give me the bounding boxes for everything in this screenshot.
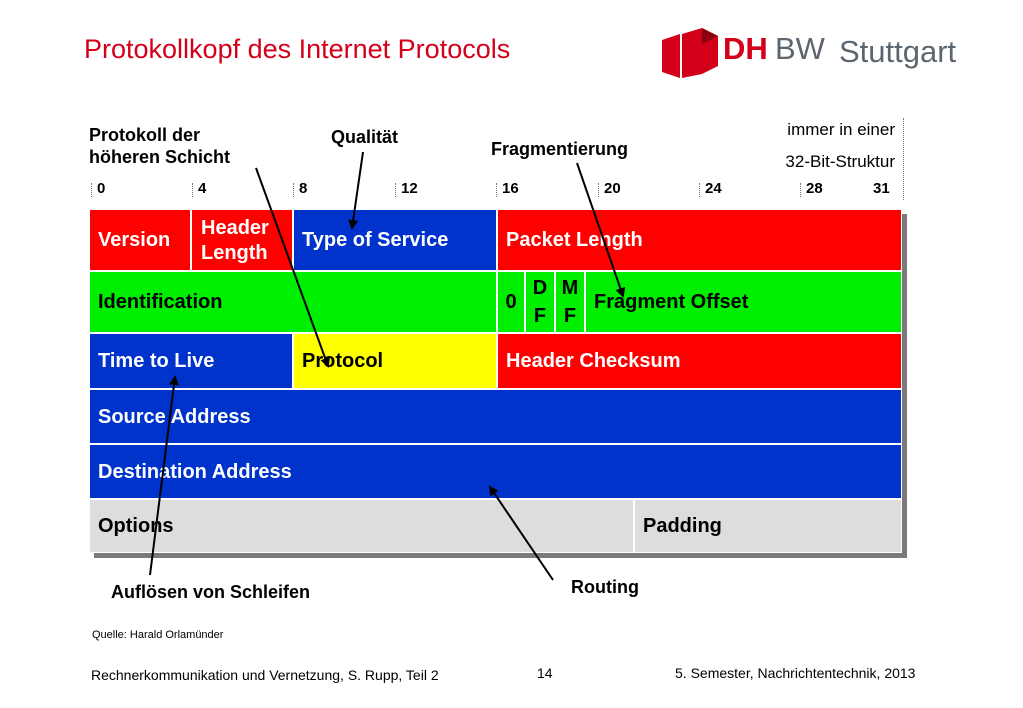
field-protocol: Protocol [293,333,497,389]
field-header-length: Header Length [191,209,293,271]
callout-aufloesen: Auflösen von Schleifen [111,582,311,602]
field-type-of-service: Type of Service [293,209,497,271]
footer-right: 5. Semester, Nachrichtentechnik, 2013 [675,665,916,681]
flag-df-line1: D [532,277,548,299]
logo-text-city: Stuttgart [839,34,957,69]
field-destination-address-label: Destination Address [98,460,292,483]
field-packet-length-label: Packet Length [506,229,643,251]
field-ttl-label: Time to Live [98,350,215,372]
field-identification: Identification [89,271,497,333]
field-type-of-service-label: Type of Service [302,229,449,251]
flag-df-line2: F [533,305,547,327]
flag-mf-line1: M [561,277,579,299]
callout-protocol-line1: Protokoll der [89,125,201,145]
callout-qualitaet: Qualität [331,127,399,147]
bit-label-31: 31 [873,180,890,197]
dhbw-logo-icon [662,28,718,78]
flag-mf-line2: F [563,305,577,327]
bit-label-16: 16 [502,180,519,197]
field-packet-length: Packet Length [497,209,902,271]
note-divider [903,118,904,200]
bit-label-4: 4 [198,180,207,197]
bit-tick [699,183,700,197]
bit-label-20: 20 [604,180,621,197]
field-identification-label: Identification [98,291,223,313]
field-header-checksum: Header Checksum [497,333,902,389]
bit-tick [800,183,801,197]
field-fragment-offset: Fragment Offset [585,271,902,333]
ip-header-table: Version Header Length Type of Service Pa… [89,209,902,553]
field-options: Options [89,499,634,553]
flag-df: D F [525,271,555,333]
logo-text-bw: BW [775,31,825,66]
callout-routing: Routing [571,577,639,597]
field-ttl: Time to Live [89,333,293,389]
source-note: Quelle: Harald Orlamünder [92,629,224,641]
bit-tick [598,183,599,197]
field-header-checksum-label: Header Checksum [506,350,681,372]
field-source-address-label: Source Address [98,405,251,428]
bit-label-8: 8 [299,180,308,197]
footer-left: Rechnerkommunikation und Vernetzung, S. … [91,667,439,683]
field-version-label: Version [98,229,171,251]
field-protocol-label: Protocol [302,350,384,372]
bit-tick [395,183,396,197]
field-destination-address: Destination Address [89,444,902,499]
field-header-length-line1: Header [201,216,269,239]
bit-tick [293,183,294,197]
field-padding-label: Padding [643,515,722,537]
note-32bit: immer in einer 32-Bit-Struktur [785,120,895,172]
bit-tick [192,183,193,197]
bit-label-0: 0 [97,180,106,197]
bit-tick [496,183,497,197]
flag-reserved-label: 0 [505,291,517,313]
field-header-length-line2: Length [201,241,268,264]
field-version: Version [89,209,191,271]
field-source-address: Source Address [89,389,902,444]
bit-label-12: 12 [401,180,418,197]
callout-protocol: Protokoll der höheren Schicht [89,124,230,168]
field-options-label: Options [98,515,174,537]
note-line2: 32-Bit-Struktur [785,152,895,171]
callout-protocol-line2: höheren Schicht [89,147,231,167]
bit-label-24: 24 [705,180,722,197]
callout-fragmentierung: Fragmentierung [491,139,629,159]
field-fragment-offset-label: Fragment Offset [594,291,749,313]
note-line1: immer in einer [787,120,895,139]
flag-mf: M F [555,271,585,333]
field-padding: Padding [634,499,902,553]
bit-label-28: 28 [806,180,823,197]
footer-page-number: 14 [537,665,553,681]
bit-tick [91,183,92,197]
flag-reserved: 0 [497,271,525,333]
page-title: Protokollkopf des Internet Protocols [84,34,511,64]
logo-text-dh: DH [723,31,768,66]
